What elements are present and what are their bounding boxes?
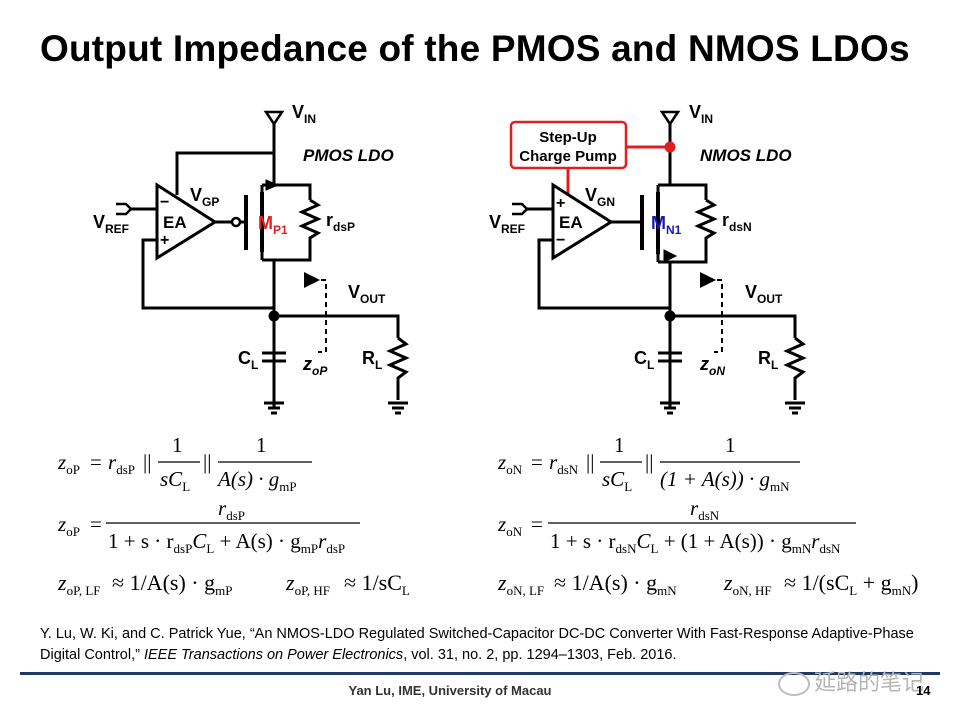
svg-text:=: = [531,512,543,536]
svg-text:sCL: sCL [160,467,190,494]
pmos-vgp-label: VGP [190,185,219,209]
svg-text:zoP, LF: zoP, LF [57,570,101,598]
svg-text:≈ 1/sCL: ≈ 1/sCL [344,570,410,598]
charge-pump-line1: Step-Up [539,129,597,146]
reference-details: , vol. 31, no. 2, pp. 1294–1303, Feb. 20… [403,647,677,663]
nmos-ea-minus: − [556,232,565,249]
pmos-equation-1: zoP = rdsP || 1 sCL || 1 A(s) · gmP [57,433,312,494]
charge-pump-line2: Charge Pump [519,148,617,165]
svg-text:||: || [203,450,211,474]
svg-text:zoN, LF: zoN, LF [497,570,544,598]
reference-citation: Y. Lu, W. Ki, and C. Patrick Yue, “An NM… [40,624,940,666]
nmos-equation-2: zoN = rdsN 1 + s · rdsNCL + (1 + A(s)) ·… [497,496,856,556]
reference-text: Y. Lu, W. Ki, and C. Patrick Yue, “An NM… [40,626,914,663]
nmos-mn1-label: MN1 [651,213,682,237]
svg-text:rdsN: rdsN [549,450,579,477]
svg-text:1 + s · rdsNCL + (1 + A(s)) ·: 1 + s · rdsNCL + (1 + A(s)) · gmNrdsN [550,529,841,556]
nmos-vout-label: VOUT [745,282,783,306]
svg-text:||: || [143,450,151,474]
pmos-vout-label: VOUT [348,282,386,306]
nmos-vin-label: VIN [689,102,713,126]
wechat-logo-icon [778,672,810,697]
charge-pump-box [509,120,628,170]
svg-text:1 + s · rdsPCL + A(s) · gmPrds: 1 + s · rdsPCL + A(s) · gmPrdsP [108,529,345,556]
pmos-ldo-label: PMOS LDO [303,146,394,165]
nmos-ldo-label: NMOS LDO [700,146,792,165]
vref-terminal-icon [116,202,133,216]
svg-text:rdsP: rdsP [108,450,135,477]
svg-text:≈ 1/A(s) · gmP: ≈ 1/A(s) · gmP [112,570,232,598]
svg-text:1: 1 [614,433,625,457]
pmos-rdsp-label: rdsP [326,210,355,234]
pmos-ea-plus: + [160,232,169,249]
svg-text:sCL: sCL [602,467,632,494]
nmos-cl-label: CL [634,348,654,372]
nmos-ldo-schematic [509,110,807,415]
nmos-ea-label: EA [559,213,583,232]
pmos-ea-label: EA [163,213,187,232]
pmos-cl-label: CL [238,348,258,372]
svg-text:A(s) · gmP: A(s) · gmP [216,467,297,494]
pmos-ea-minus: − [160,194,169,211]
nmos-zon-label: zoN [699,354,725,378]
svg-text:zoN: zoN [497,450,523,477]
svg-text:1: 1 [256,433,267,457]
watermark: 延路的笔记 [778,665,924,697]
footer-divider [20,672,940,675]
pmos-mp1-label: MP1 [258,213,288,237]
vin-terminal-icon [263,110,285,127]
svg-text:||: || [645,450,653,474]
svg-text:=: = [90,450,102,474]
nmos-vgn-label: VGN [585,185,615,209]
pmos-vin-label: VIN [292,102,316,126]
pmos-equation-4: zoP, HF ≈ 1/sCL [285,570,410,598]
nmos-rdsn-label: rdsN [722,210,752,234]
pmos-zop-label: zoP [302,354,328,378]
svg-text:zoN, HF: zoN, HF [723,570,772,598]
svg-text:zoP: zoP [57,512,80,539]
nmos-equation-1: zoN = rdsN || 1 sCL || 1 (1 + A(s)) · gm… [497,433,800,494]
svg-text:1: 1 [725,433,736,457]
nmos-vref-label: VREF [489,212,525,236]
vin-terminal-icon [659,110,681,127]
pmos-equation-3: zoP, LF ≈ 1/A(s) · gmP [57,570,232,598]
pmos-equation-2: zoP = rdsP 1 + s · rdsPCL + A(s) · gmPrd… [57,496,360,556]
page-number: 14 [916,683,931,698]
svg-text:zoP, HF: zoP, HF [285,570,330,598]
svg-text:=: = [90,512,102,536]
page-title: Output Impedance of the PMOS and NMOS LD… [40,28,910,69]
nmos-equation-4: zoN, HF ≈ 1/(sCL + gmN) [723,570,918,598]
svg-text:(1 + A(s)) · gmN: (1 + A(s)) · gmN [660,467,790,494]
svg-text:||: || [586,450,594,474]
svg-text:rdsP: rdsP [218,496,245,523]
pmos-vref-label: VREF [93,212,129,236]
pmos-ldo-schematic [116,110,410,415]
nmos-ea-plus: + [556,195,565,212]
svg-text:=: = [531,450,543,474]
vref-terminal-icon [512,202,529,216]
reference-journal: IEEE Transactions on Power Electronics [143,647,404,663]
nmos-equation-3: zoN, LF ≈ 1/A(s) · gmN [497,570,677,598]
svg-text:rdsN: rdsN [690,496,720,523]
svg-text:≈ 1/(sCL + gmN): ≈ 1/(sCL + gmN) [784,570,918,598]
nmos-rl-label: RL [758,348,778,372]
svg-text:1: 1 [172,433,183,457]
svg-text:≈ 1/A(s) · gmN: ≈ 1/A(s) · gmN [554,570,677,598]
pmos-rl-label: RL [362,348,382,372]
svg-text:zoP: zoP [57,450,80,477]
svg-text:zoN: zoN [497,512,523,539]
footer-affiliation: Yan Lu, IME, University of Macau [348,683,552,698]
